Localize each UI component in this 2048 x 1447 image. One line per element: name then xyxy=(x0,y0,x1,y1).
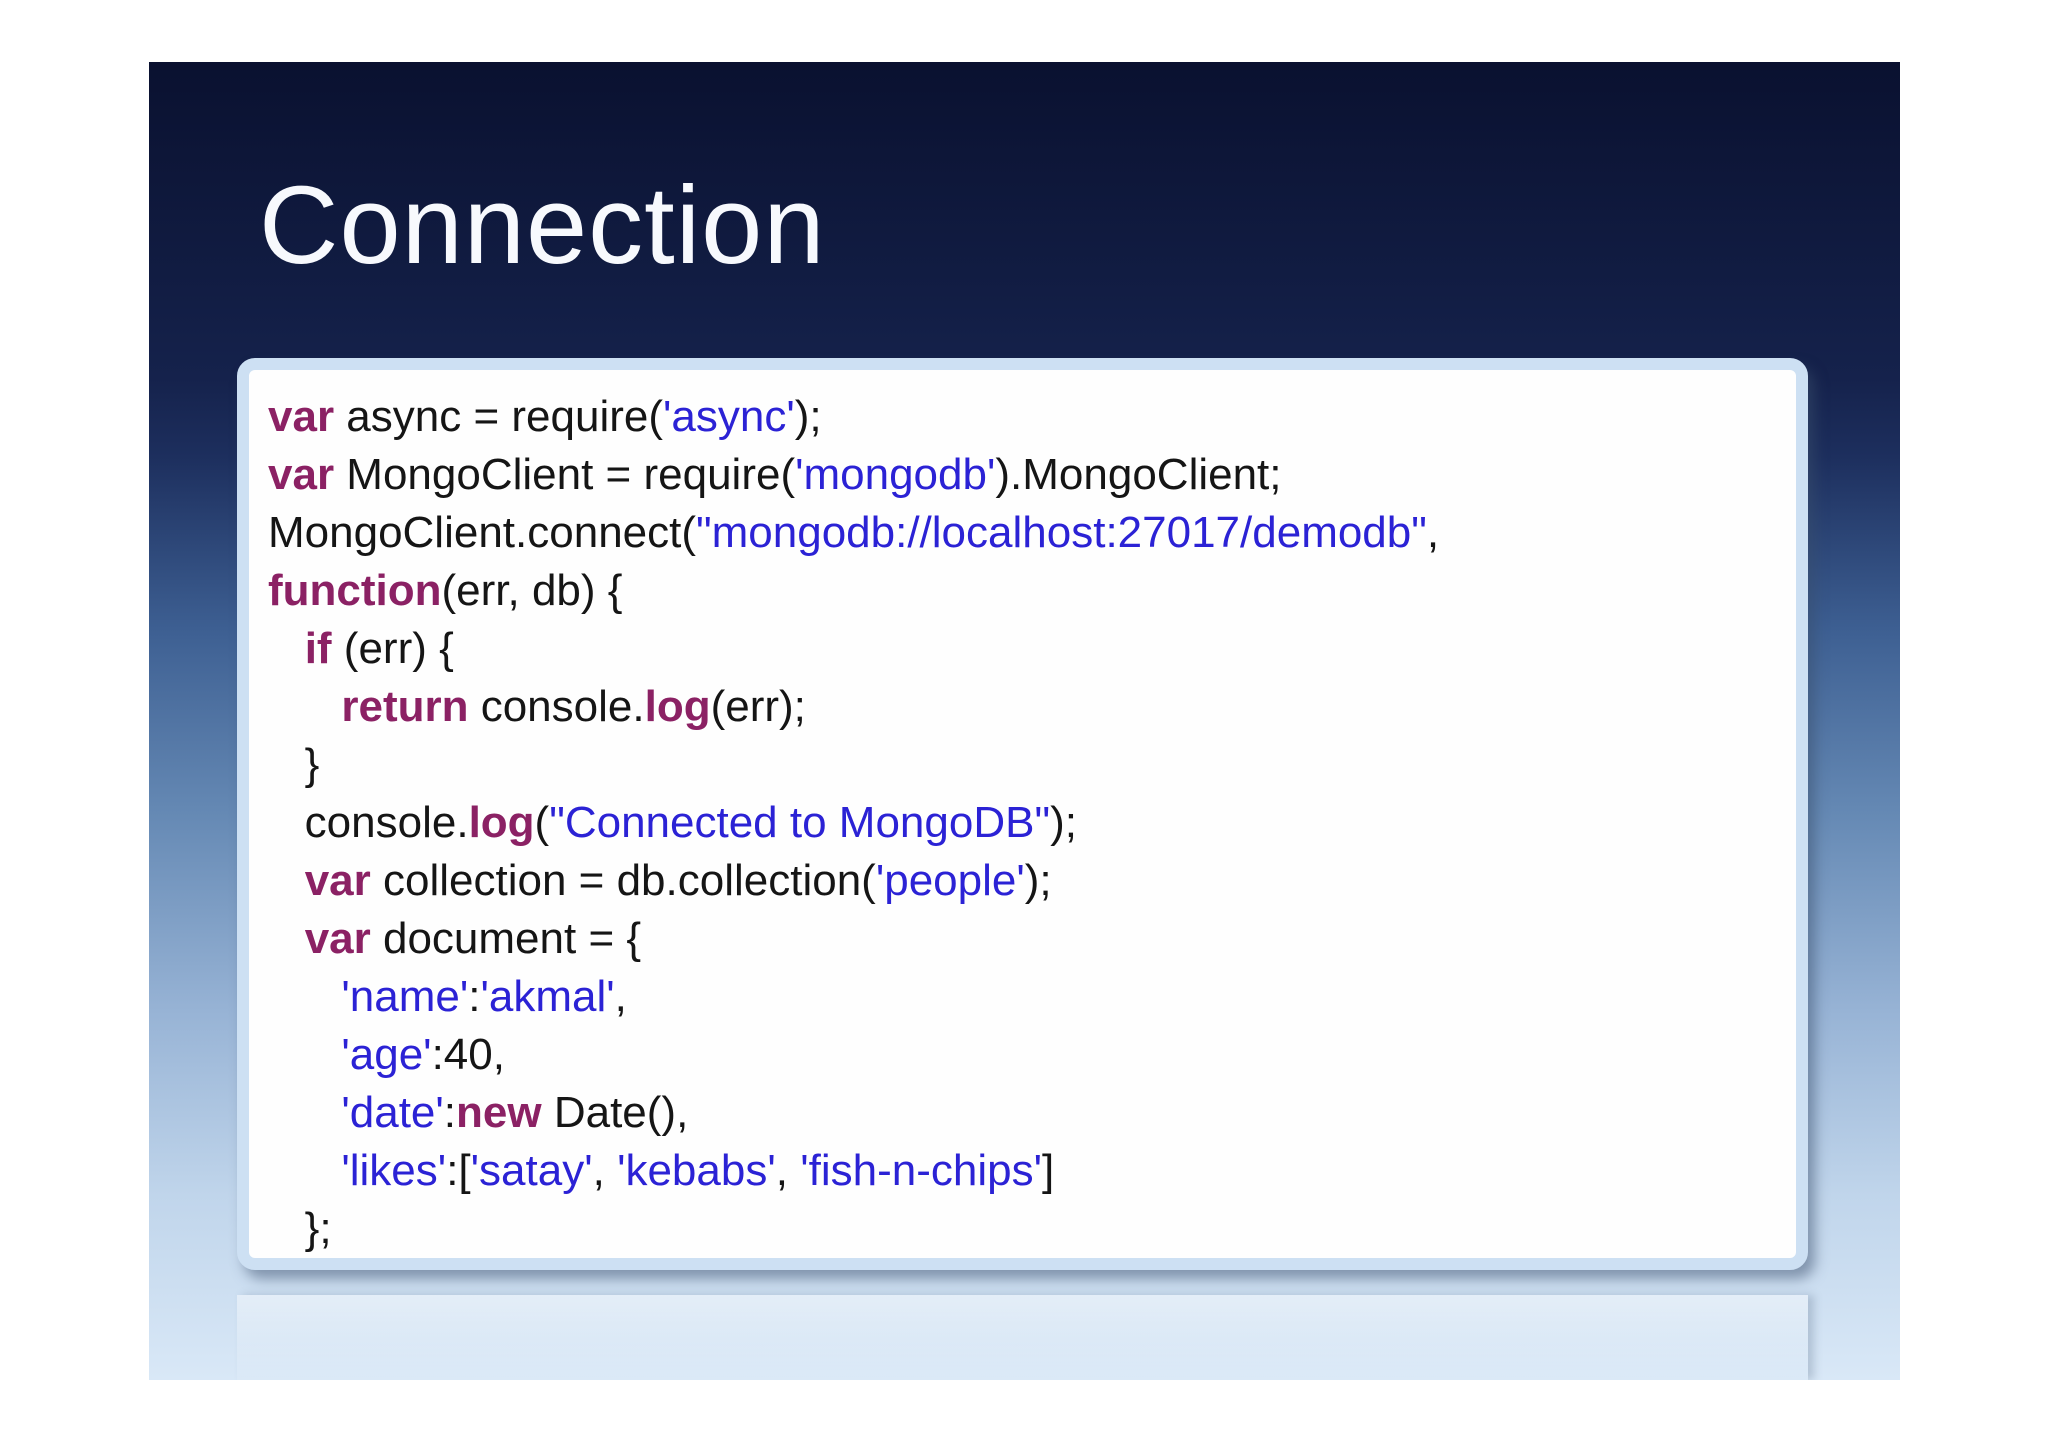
code-token xyxy=(268,1146,341,1195)
code-token: async = require( xyxy=(334,392,664,441)
code-token: ); xyxy=(1050,798,1077,847)
code-token xyxy=(268,624,305,673)
code-line: 'date':new Date(), xyxy=(268,1084,1780,1142)
code-token: var xyxy=(304,856,371,905)
code-line: function(err, db) { xyxy=(268,562,1780,620)
code-token: , xyxy=(592,1146,618,1195)
code-token: 'people' xyxy=(875,856,1025,905)
code-token: log xyxy=(468,798,535,847)
code-line: } xyxy=(268,736,1780,794)
code-token: : xyxy=(468,972,481,1021)
code-token: 'likes' xyxy=(341,1146,447,1195)
code-token: new xyxy=(456,1088,542,1137)
code-token: (err) { xyxy=(331,624,454,673)
code-token xyxy=(268,856,305,905)
code-token: 'mongodb' xyxy=(795,450,996,499)
code-line: console.log("Connected to MongoDB"); xyxy=(268,794,1780,852)
code-line: if (err) { xyxy=(268,620,1780,678)
code-token: Date(), xyxy=(541,1088,689,1137)
code-token: collection = db.collection( xyxy=(370,856,876,905)
code-token: ] xyxy=(1041,1146,1055,1195)
code-token: console. xyxy=(468,682,645,731)
code-token xyxy=(268,1030,341,1079)
code-line: var document = { xyxy=(268,910,1780,968)
code-token: document = { xyxy=(370,914,642,963)
code-token: 'kebabs' xyxy=(617,1146,776,1195)
code-token: : xyxy=(443,1088,457,1137)
code-token: var xyxy=(268,450,335,499)
code-token: , xyxy=(1426,508,1440,557)
code-token: "mongodb://localhost:27017/demodb" xyxy=(696,508,1427,557)
code-token: 'akmal' xyxy=(480,972,615,1021)
code-token: console. xyxy=(268,798,469,847)
code-panel: var async = require('async');var MongoCl… xyxy=(237,358,1808,1270)
code-token: (err); xyxy=(710,682,806,731)
code-line: var collection = db.collection('people')… xyxy=(268,852,1780,910)
code-line: 'name':'akmal', xyxy=(268,968,1780,1026)
code-line: var MongoClient = require('mongodb').Mon… xyxy=(268,446,1780,504)
code-token: 'name' xyxy=(341,972,469,1021)
code-token: MongoClient = require( xyxy=(334,450,796,499)
code-token: }; xyxy=(268,1204,332,1253)
code-token: log xyxy=(644,682,711,731)
code-token: , xyxy=(775,1146,801,1195)
code-token: :40, xyxy=(431,1030,505,1079)
slide-title: Connection xyxy=(259,164,826,287)
code-token: var xyxy=(268,392,335,441)
code-token: ); xyxy=(1024,856,1052,905)
code-token xyxy=(268,972,341,1021)
code-token: MongoClient.connect( xyxy=(268,508,697,557)
code-token: return xyxy=(341,682,469,731)
code-token: :[ xyxy=(446,1146,471,1195)
code-token: } xyxy=(268,740,320,789)
code-token xyxy=(268,914,305,963)
code-token: 'async' xyxy=(663,392,795,441)
code-token: function xyxy=(268,566,442,615)
code-token: 'date' xyxy=(341,1088,444,1137)
code-token xyxy=(268,1088,341,1137)
code-token: 'satay' xyxy=(470,1146,593,1195)
code-line: var async = require('async'); xyxy=(268,388,1780,446)
slide: Connection var async = require('async');… xyxy=(149,62,1900,1380)
code-line: 'age':40, xyxy=(268,1026,1780,1084)
code-token: 'age' xyxy=(341,1030,432,1079)
code-token: ( xyxy=(534,798,550,847)
code-token xyxy=(268,682,341,731)
code-panel-reflection xyxy=(237,1295,1808,1380)
code-line: return console.log(err); xyxy=(268,678,1780,736)
code-line: 'likes':['satay', 'kebabs', 'fish-n-chip… xyxy=(268,1142,1780,1200)
code-token: (err, db) { xyxy=(441,566,623,615)
code-line: MongoClient.connect("mongodb://localhost… xyxy=(268,504,1780,562)
code-block: var async = require('async');var MongoCl… xyxy=(249,370,1796,1258)
code-token: "Connected to MongoDB" xyxy=(549,798,1051,847)
code-token: var xyxy=(304,914,371,963)
code-token: ).MongoClient; xyxy=(995,450,1282,499)
code-token: if xyxy=(304,624,332,673)
code-token: , xyxy=(614,972,627,1021)
code-token: ); xyxy=(794,392,822,441)
code-line: }; xyxy=(268,1200,1780,1258)
code-token: 'fish-n-chips' xyxy=(800,1146,1042,1195)
